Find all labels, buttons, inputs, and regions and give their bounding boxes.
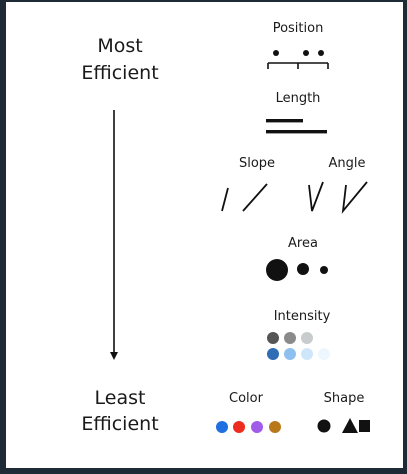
shape-label: Shape bbox=[323, 391, 365, 406]
efficiency-arrow-head bbox=[110, 352, 118, 360]
color-dot-brown bbox=[269, 421, 281, 433]
circle-shape-icon bbox=[317, 419, 331, 433]
intensity-gray-dot bbox=[267, 332, 279, 344]
intensity-gray-dot bbox=[301, 332, 313, 344]
slope-line-steep bbox=[221, 187, 229, 212]
position-dot bbox=[303, 50, 309, 56]
area-circle-small bbox=[320, 266, 328, 274]
intensity-blue-dot bbox=[318, 348, 330, 360]
most-efficient-label: Efficient bbox=[81, 62, 159, 84]
intensity-blue-dot bbox=[301, 348, 313, 360]
area-circle-large bbox=[266, 259, 288, 281]
position-label: Position bbox=[272, 21, 324, 36]
intensity-gray-dot bbox=[284, 332, 296, 344]
slope-label: Slope bbox=[238, 156, 276, 171]
color-label: Color bbox=[229, 391, 263, 406]
length-label: Length bbox=[275, 91, 321, 106]
color-dot-blue bbox=[216, 421, 228, 433]
least-label: Least bbox=[94, 387, 146, 409]
channel-marks bbox=[110, 50, 370, 433]
most-label: Most bbox=[97, 35, 143, 57]
angle-label: Angle bbox=[328, 156, 366, 171]
slide-panel: Most Efficient Least Efficient Position … bbox=[6, 2, 403, 468]
angle-narrow bbox=[308, 181, 324, 212]
intensity-label: Intensity bbox=[273, 309, 331, 324]
position-dot bbox=[318, 50, 324, 56]
length-bar-long bbox=[266, 130, 327, 134]
color-dot-red bbox=[233, 421, 245, 433]
slope-line-shallow bbox=[242, 183, 268, 212]
area-label: Area bbox=[288, 236, 318, 251]
least-efficient-label: Efficient bbox=[81, 413, 159, 435]
square-shape-icon bbox=[359, 420, 370, 432]
triangle-shape-icon bbox=[342, 418, 358, 433]
position-dot bbox=[273, 50, 279, 56]
color-dot-purple bbox=[251, 421, 263, 433]
length-bar-short bbox=[266, 119, 303, 123]
angle-wide bbox=[341, 181, 368, 214]
area-circle-medium bbox=[297, 263, 309, 275]
intensity-blue-dot bbox=[284, 348, 296, 360]
intensity-blue-dot bbox=[267, 348, 279, 360]
